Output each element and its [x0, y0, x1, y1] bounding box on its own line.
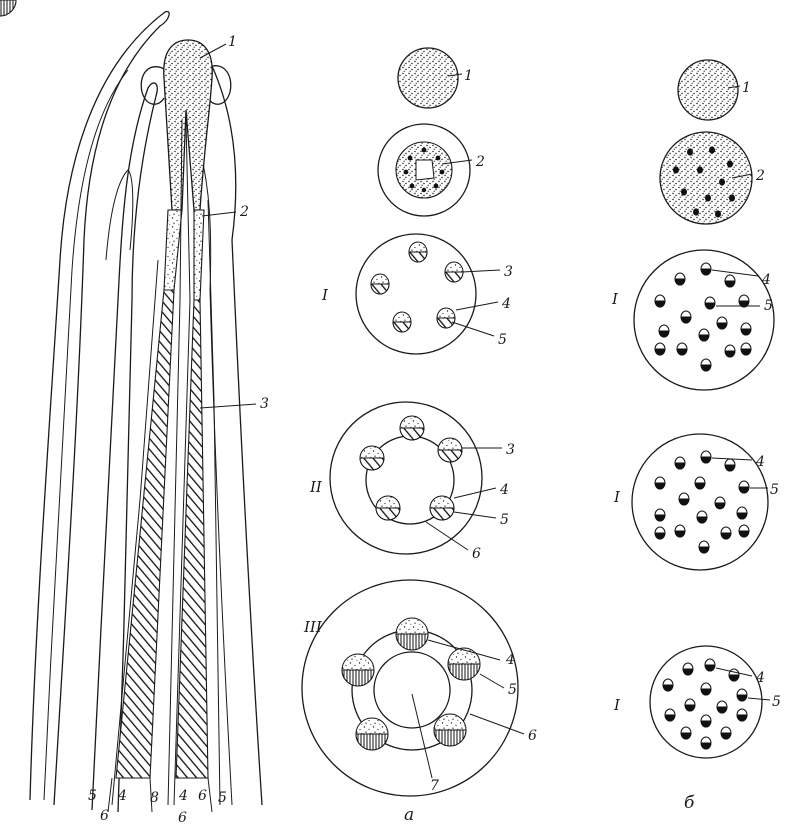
- a5-label-4: 4: [505, 652, 515, 668]
- b5-label-5: 5: [772, 694, 781, 710]
- a3-label-3: 3: [504, 264, 513, 280]
- a3-label-5: 5: [498, 332, 507, 348]
- b4-label-4: 4: [755, 454, 765, 470]
- a-section-2: [378, 124, 472, 216]
- a3-roman: I: [321, 286, 329, 304]
- longitudinal-section: 1 2 3 5 4 8 4 6 5 6 6: [30, 11, 269, 826]
- a5-roman: III: [303, 618, 323, 636]
- b4-roman: I: [613, 488, 621, 506]
- caption-b: б: [684, 793, 695, 813]
- b-section-3: [634, 250, 774, 390]
- series-b: 1 2: [611, 60, 781, 813]
- b-section-4: [632, 434, 768, 570]
- xylem-strand-left: [116, 290, 174, 778]
- apical-dome: [164, 40, 213, 210]
- a4-roman: II: [309, 478, 323, 496]
- bottom-label-4a: 4: [117, 788, 127, 804]
- bottom-label-6a: 6: [100, 808, 109, 824]
- b-section-2: [660, 132, 752, 224]
- caption-a: а: [404, 805, 414, 825]
- b3-label-5: 5: [764, 298, 773, 314]
- b5-label-4: 4: [755, 670, 765, 686]
- a3-label-4: 4: [501, 296, 511, 312]
- a5-label-7: 7: [430, 778, 439, 794]
- bottom-label-6top: 6: [198, 788, 207, 804]
- b5-roman: I: [613, 696, 621, 714]
- series-a: 1 2: [0, 0, 537, 825]
- a4-label-5: 5: [500, 512, 509, 528]
- longitudinal-label-1: 1: [228, 34, 237, 50]
- a4-label-6: 6: [472, 546, 481, 562]
- a-section-1: [398, 48, 458, 108]
- b4-label-5: 5: [770, 482, 779, 498]
- right-leaf: [212, 66, 262, 805]
- xylem-strand-right: [176, 300, 208, 778]
- bottom-label-4b: 4: [178, 788, 188, 804]
- bottom-label-5a: 5: [88, 788, 97, 804]
- a1-label-1: 1: [464, 68, 473, 84]
- bottom-label-6b: 6: [178, 810, 187, 826]
- b-section-1: [678, 60, 738, 120]
- b3-label-4: 4: [761, 272, 771, 288]
- a2-label-2: 2: [475, 154, 485, 170]
- a4-label-3: 3: [506, 442, 515, 458]
- b3-roman: I: [611, 290, 619, 308]
- a5-label-5: 5: [508, 682, 517, 698]
- longitudinal-label-2: 2: [239, 204, 249, 220]
- b1-label-1: 1: [742, 80, 751, 96]
- bottom-label-8: 8: [150, 790, 159, 806]
- b2-label-2: 2: [755, 168, 765, 184]
- a4-label-4: 4: [499, 482, 509, 498]
- b-section-5: [650, 646, 770, 758]
- bottom-label-5b: 5: [218, 790, 227, 806]
- longitudinal-label-3: 3: [260, 396, 269, 412]
- a5-label-6: 6: [528, 728, 537, 744]
